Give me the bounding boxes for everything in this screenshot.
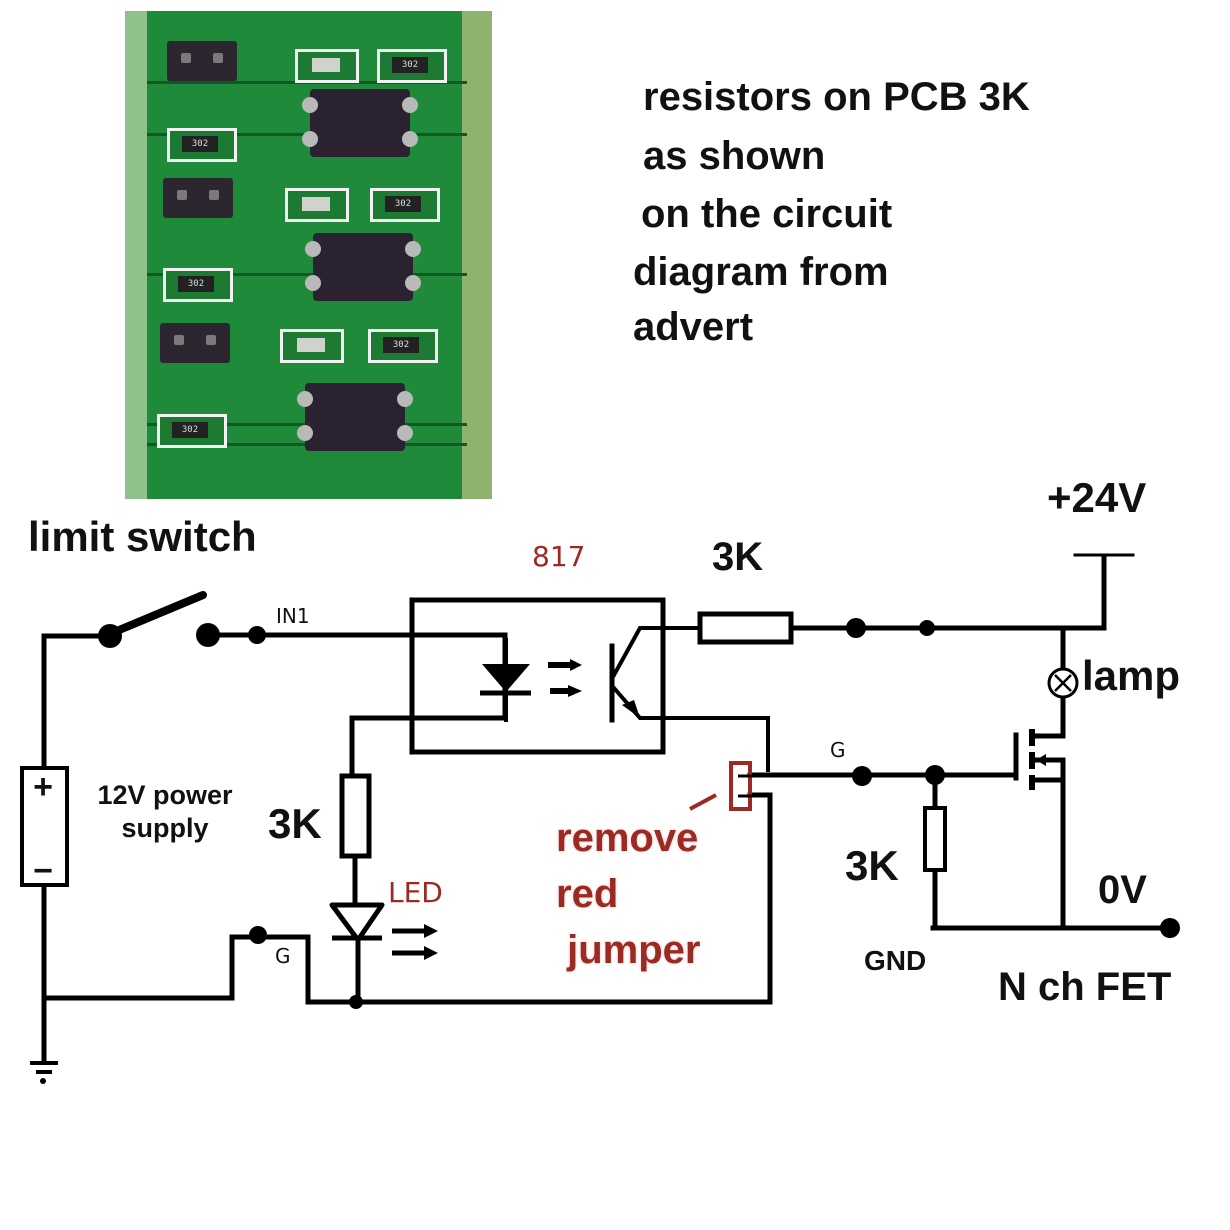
jumper-pointer bbox=[689, 793, 717, 811]
label-lamp: lamp bbox=[1082, 652, 1181, 699]
red-jumper bbox=[729, 761, 752, 811]
switch-contact-b bbox=[196, 623, 220, 647]
wire-in1 bbox=[205, 632, 508, 721]
opto-light-arrows-icon bbox=[548, 659, 582, 697]
note-line-5: advert bbox=[633, 305, 754, 349]
label-resistor-collector: 3K bbox=[712, 535, 764, 579]
resistor-collector-3k bbox=[697, 611, 794, 645]
pcb-led bbox=[280, 329, 344, 363]
terminal-in1 bbox=[248, 626, 266, 644]
junction-collector-2 bbox=[919, 620, 935, 636]
label-in1: IN1 bbox=[276, 604, 310, 628]
pcb-resistor: 302 bbox=[163, 268, 233, 302]
terminal-g-left bbox=[249, 926, 267, 944]
label-0v: 0V bbox=[1098, 868, 1147, 912]
lamp-icon bbox=[1047, 667, 1079, 699]
junction-led-ground bbox=[349, 995, 363, 1009]
battery-12v bbox=[20, 766, 69, 887]
opto-emitter-arrow-icon bbox=[622, 700, 640, 718]
opto-emitter bbox=[611, 685, 770, 772]
terminal-block-right bbox=[462, 11, 492, 499]
note-line-1: resistors on PCB 3K bbox=[643, 75, 1030, 119]
resistor-gate-3k bbox=[923, 806, 947, 872]
label-limit-switch: limit switch bbox=[28, 513, 257, 560]
label-g-left: G bbox=[275, 944, 291, 968]
label-plus-24v: +24V bbox=[1047, 474, 1147, 521]
junction-dots bbox=[98, 618, 1180, 1009]
wire-collector-to-24v bbox=[787, 554, 1107, 631]
label-resistor-led: 3K bbox=[268, 800, 322, 847]
pcb-led bbox=[285, 188, 349, 222]
pcb-optocoupler bbox=[302, 89, 418, 157]
label-n-ch-fet: N ch FET bbox=[998, 965, 1172, 1009]
label-12v-power-supply: 12V power supply bbox=[97, 780, 233, 843]
switch-blade bbox=[108, 591, 207, 637]
junction-collector-1 bbox=[846, 618, 866, 638]
ground-icon bbox=[30, 1061, 58, 1084]
pcb-resistor: 302 bbox=[167, 128, 237, 162]
pcb-resistor: 302 bbox=[370, 188, 440, 222]
pcb-jumper bbox=[160, 323, 230, 363]
terminal-0v bbox=[1160, 918, 1180, 938]
pcb-jumper bbox=[163, 178, 233, 218]
switch-contact-a bbox=[98, 624, 122, 648]
wire-opto-led-return bbox=[349, 715, 508, 779]
label-gnd: GND bbox=[864, 945, 927, 976]
label-g-right: G bbox=[830, 738, 846, 762]
resistor-led-3k bbox=[339, 773, 372, 859]
junction-gate-pulldown bbox=[925, 765, 945, 785]
led-light-arrows-icon bbox=[392, 924, 438, 960]
pcb-resistor: 302 bbox=[368, 329, 438, 363]
pcb-optocoupler bbox=[297, 383, 413, 451]
note-line-4: diagram from bbox=[633, 250, 889, 294]
wire-gate bbox=[747, 732, 1019, 778]
pcb-resistor: 302 bbox=[157, 414, 227, 448]
wire-source bbox=[1033, 757, 1066, 931]
label-remove-red-jumper: remove red jumper bbox=[556, 816, 701, 972]
battery-plus-sign: + bbox=[33, 768, 53, 806]
pcb-resistor: 302 bbox=[377, 49, 447, 83]
battery-minus-sign: − bbox=[33, 852, 53, 890]
pcb-jumper bbox=[167, 41, 237, 81]
opto-collector bbox=[611, 626, 699, 678]
opto-internal-led-icon bbox=[482, 664, 530, 692]
note-line-2: as shown bbox=[643, 134, 826, 178]
n-channel-fet-icon bbox=[1029, 729, 1046, 790]
label-led: LED bbox=[388, 876, 443, 909]
terminal-g-right bbox=[852, 766, 872, 786]
optocoupler-817-package bbox=[409, 597, 666, 755]
indicator-led-icon bbox=[329, 902, 385, 943]
wire-ground-return bbox=[41, 792, 773, 1005]
label-resistor-gate: 3K bbox=[845, 842, 899, 889]
wire-lamp-to-drain bbox=[1031, 694, 1066, 739]
pcb-led bbox=[295, 49, 359, 83]
pcb-optocoupler bbox=[305, 233, 421, 301]
pcb-photo: 302 302 302 302 302 302 bbox=[125, 11, 492, 499]
label-opto-817: 817 bbox=[532, 540, 586, 573]
terminal-block-left bbox=[125, 11, 147, 499]
wire-supply-to-switch bbox=[41, 633, 113, 771]
note-line-3: on the circuit bbox=[641, 192, 893, 236]
